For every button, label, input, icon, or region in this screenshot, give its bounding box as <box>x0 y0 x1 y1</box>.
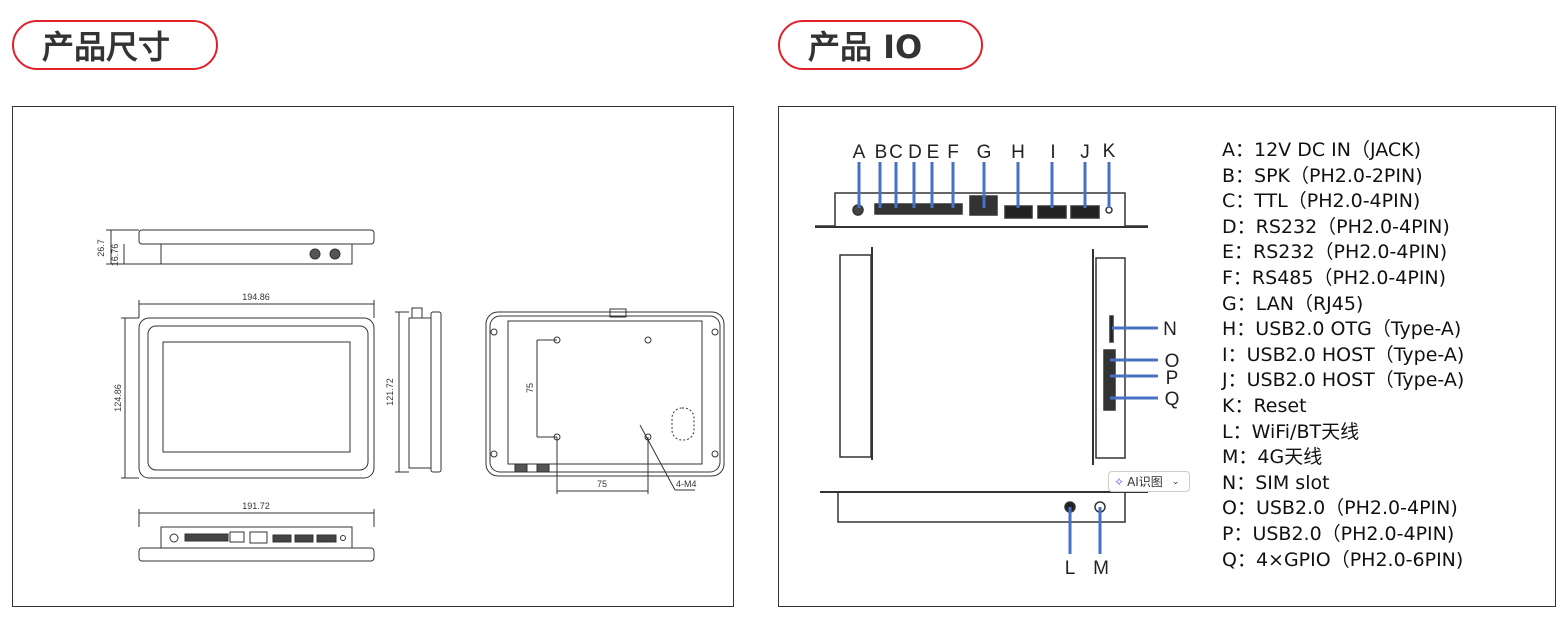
legend-item: B：SPK（PH2.0-2PIN) <box>1222 164 1423 187</box>
dim-vesa-horizontal: 75 <box>597 479 607 489</box>
callout-j: J <box>1080 142 1090 163</box>
callout-o: O <box>1165 351 1180 372</box>
dim-vesa-vertical: 75 <box>525 383 535 393</box>
io-top-view <box>815 192 1148 228</box>
callout-c: C <box>889 142 903 163</box>
callout-i: I <box>1050 142 1055 163</box>
io-right-side <box>1092 249 1126 465</box>
callout-g: G <box>977 142 992 163</box>
dim-bottom-width: 191.72 <box>242 501 270 511</box>
legend-item: I：USB2.0 HOST（Type-A) <box>1222 343 1465 366</box>
dim-height: 124.86 <box>113 384 123 412</box>
legend-item: D：RS232（PH2.0-4PIN) <box>1222 215 1450 238</box>
callout-l: L <box>1065 558 1076 579</box>
callout-n: N <box>1163 319 1177 340</box>
dimension-panel <box>12 106 734 607</box>
callout-k: K <box>1103 141 1116 162</box>
callout-h: H <box>1011 142 1025 163</box>
chevron-down-icon: ⌄ <box>1171 476 1180 487</box>
front-view: 194.86 124.86 <box>113 292 375 479</box>
dim-screw: 4-M4 <box>676 479 697 489</box>
callout-lines <box>857 162 1158 554</box>
ai-recognize-button[interactable]: ✧ AI识图 ⌄ <box>1108 471 1190 492</box>
dim-width: 194.86 <box>242 292 270 302</box>
legend-item: A：12V DC IN（JACK) <box>1222 139 1422 161</box>
legend-item: E：RS232（PH2.0-4PIN) <box>1222 241 1448 264</box>
legend-item: P：USB2.0（PH2.0-4PIN) <box>1222 522 1455 545</box>
legend-item: M：4G天线 <box>1222 446 1323 469</box>
legend-item: C：TTL（PH2.0-4PIN) <box>1222 190 1421 213</box>
callout-m: M <box>1093 558 1109 579</box>
callout-e: E <box>927 142 940 163</box>
legend-item: K：Reset <box>1222 394 1307 417</box>
callout-q: Q <box>1165 389 1180 410</box>
legend-item: N：SIM slot <box>1222 471 1330 494</box>
io-legend: A：12V DC IN（JACK) B：SPK（PH2.0-2PIN) C：TTL（… <box>1222 138 1464 573</box>
legend-item: H：USB2.0 OTG（Type-A) <box>1222 318 1462 341</box>
bottom-view: 191.72 <box>138 501 375 562</box>
callout-b: B <box>875 142 888 163</box>
callout-f: F <box>947 142 959 163</box>
side-view: 121.72 <box>385 307 442 473</box>
legend-item: G：LAN（RJ45) <box>1222 292 1364 315</box>
dim-body-depth: 16.76 <box>110 244 120 267</box>
sparkle-icon: ✧ <box>1114 474 1125 489</box>
legend-item: J：USB2.0 HOST（Type-A) <box>1222 369 1465 392</box>
io-left-side <box>839 247 873 460</box>
back-view: 75 75 4-M4 <box>485 308 725 494</box>
section-title-dimensions: 产品尺寸 <box>12 20 218 70</box>
dim-side-height: 121.72 <box>385 378 395 406</box>
legend-item: F：RS485（PH2.0-4PIN) <box>1222 266 1447 289</box>
callout-d: D <box>908 142 922 163</box>
callout-p: P <box>1166 368 1179 389</box>
callout-labels: A B C D E F G H I J K L M N O P Q <box>853 141 1180 579</box>
dim-total-depth: 26.7 <box>96 239 106 257</box>
legend-item: L：WiFi/BT天线 <box>1222 420 1360 443</box>
io-panel <box>778 106 1556 607</box>
legend-item: Q：4×GPIO（PH2.0-6PIN) <box>1222 548 1464 571</box>
legend-item: O：USB2.0（PH2.0-4PIN) <box>1222 497 1458 520</box>
section-title-io: 产品 IO <box>778 20 983 70</box>
top-view: 26.7 16.76 <box>96 229 375 267</box>
ai-recognize-label: AI识图 <box>1127 475 1163 489</box>
callout-a: A <box>853 142 866 163</box>
